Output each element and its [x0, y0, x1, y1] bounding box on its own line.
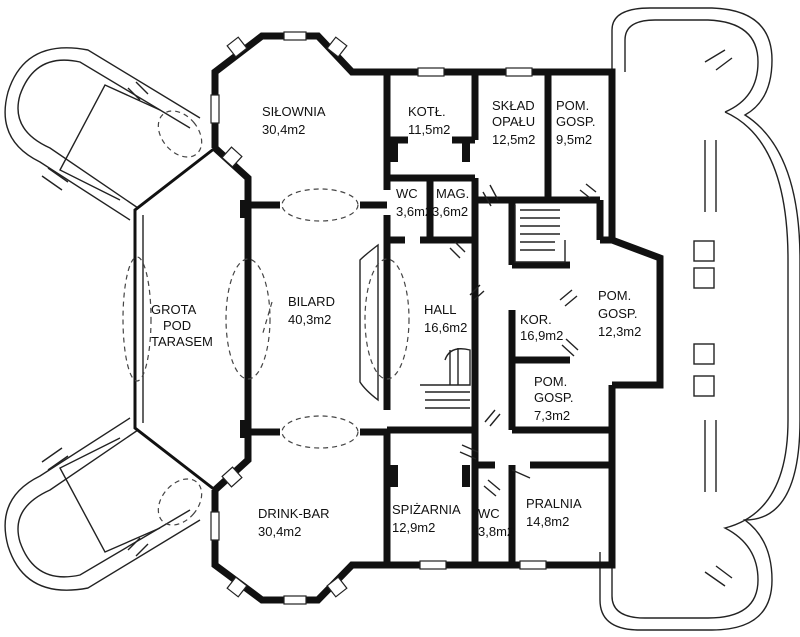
room-name-spizarnia: SPIŻARNIA — [392, 502, 461, 517]
room-area-pralnia: 14,8m2 — [526, 514, 569, 529]
square-marker — [693, 375, 715, 397]
room-name-pralnia: PRALNIA — [526, 496, 582, 511]
square-marker — [693, 343, 715, 365]
room-name-kotl: KOTŁ. — [408, 104, 446, 119]
room-name-pod: POD — [163, 318, 191, 333]
room-area-gosp-mid: 7,3m2 — [534, 408, 570, 423]
room-name-gosp-top: GOSP. — [556, 114, 596, 129]
room-name-pom-right: POM. — [598, 288, 631, 303]
room-area-silownia: 30,4m2 — [262, 122, 305, 137]
room-area-hall: 16,6m2 — [424, 320, 467, 335]
terrace-outline-right — [599, 7, 800, 631]
room-area-kotl: 11,5m2 — [408, 122, 450, 137]
room-name-kor: KOR. — [520, 312, 552, 327]
room-name-silownia: SIŁOWNIA — [262, 104, 326, 119]
room-labels: SIŁOWNIA 30,4m2 KOTŁ. 11,5m2 SKŁAD OPAŁU… — [151, 98, 641, 539]
room-name-pom-top: POM. — [556, 98, 589, 113]
staircase — [359, 205, 566, 409]
room-name-grota: GROTA — [151, 302, 197, 317]
room-name-pom-mid: POM. — [534, 374, 567, 389]
room-name-wc-bottom: WC — [478, 506, 500, 521]
room-area-kor-visible: 16,9m2 — [520, 328, 563, 343]
room-name-gosp-mid: GOSP. — [534, 390, 574, 405]
room-area-wc-bottom: 3,8m2 — [478, 524, 514, 539]
door-swings — [449, 183, 597, 497]
room-area-gosp-right: 12,3m2 — [598, 324, 641, 339]
room-name-bilard: BILARD — [288, 294, 335, 309]
room-name-gosp-right: GOSP. — [598, 306, 638, 321]
windows — [210, 31, 547, 605]
room-name-drink-bar: DRINK-BAR — [258, 506, 330, 521]
room-area-drink-bar: 30,4m2 — [258, 524, 301, 539]
room-name-tarasem: TARASEM — [151, 334, 213, 349]
room-area-sklad: 12,5m2 — [492, 132, 535, 147]
room-area-mag: 3,6m2 — [432, 204, 468, 219]
grotto-outline — [122, 146, 216, 492]
square-marker — [693, 240, 715, 262]
dashed-openings — [225, 188, 410, 449]
room-area-wc-top: 3,6m2 — [396, 204, 432, 219]
room-name-hall: HALL — [424, 302, 457, 317]
room-name-mag: MAG. — [436, 186, 469, 201]
square-marker — [693, 267, 715, 289]
room-name-sklad: SKŁAD — [492, 98, 535, 113]
interior-walls — [240, 72, 612, 565]
room-area-gosp-top: 9,5m2 — [556, 132, 592, 147]
room-name-opalu: OPAŁU — [492, 114, 535, 129]
room-area-bilard: 40,3m2 — [288, 312, 331, 327]
room-area-spizarnia: 12,9m2 — [392, 520, 435, 535]
terrace-outline-left — [4, 47, 203, 591]
room-name-wc-top: WC — [396, 186, 418, 201]
